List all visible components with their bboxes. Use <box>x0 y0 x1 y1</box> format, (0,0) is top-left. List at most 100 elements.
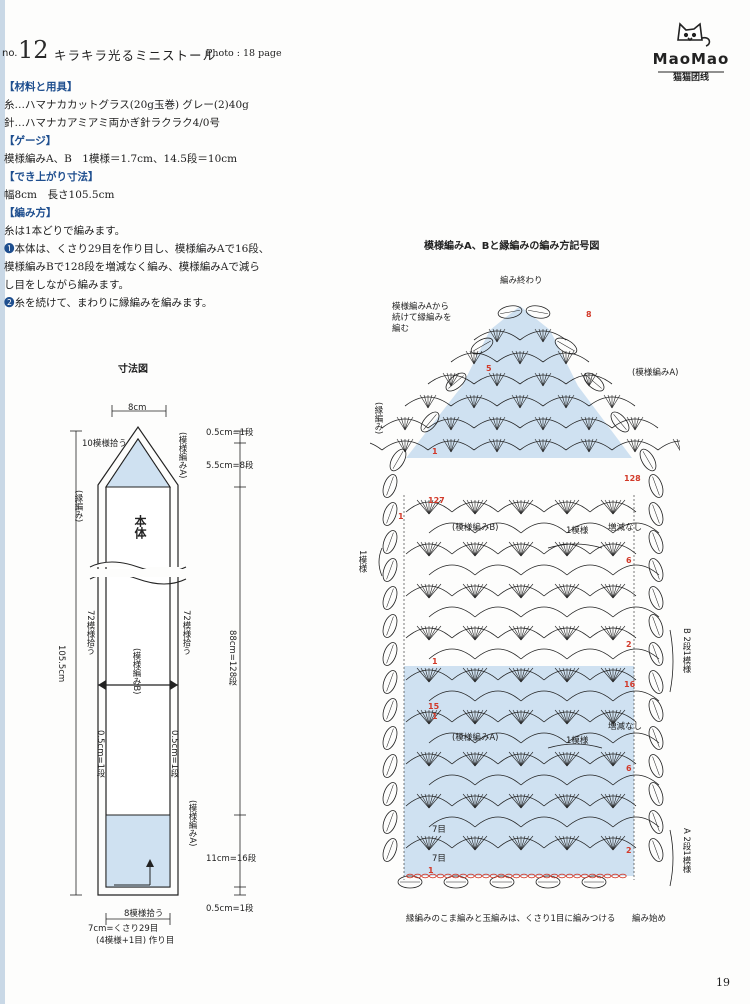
fan-stitch <box>520 583 534 599</box>
fan-stitch <box>554 541 568 557</box>
chain-arch <box>428 606 476 618</box>
top-pattern-a-chart-label: (模様編みA) <box>632 368 679 378</box>
row-label-top-1: 0.5cm=1段 <box>206 428 254 438</box>
fan-stitch <box>474 541 480 557</box>
edging-chart-label: (縁編み) <box>373 402 383 435</box>
fan-stitch <box>446 416 452 431</box>
fan-stitch <box>428 835 434 851</box>
fan-stitch <box>496 438 502 453</box>
fan-stitch <box>466 625 476 641</box>
fan-stitch <box>566 667 576 683</box>
fan-stitch <box>462 751 476 767</box>
fan-stitch <box>566 793 572 809</box>
puff-stitch <box>535 875 561 889</box>
fan-stitch <box>474 625 480 641</box>
chain-arch <box>520 816 568 828</box>
chain-arch <box>566 564 614 576</box>
chain-stitch <box>527 873 536 879</box>
fan-stitch <box>584 438 590 453</box>
fan-stitch <box>420 793 430 809</box>
chain-stitch <box>444 873 452 879</box>
fan-stitch <box>424 835 430 851</box>
fan-stitch <box>420 667 430 683</box>
puff-stitch <box>525 305 551 319</box>
chain-arch <box>520 606 568 618</box>
size-diagram-title: 寸法図 <box>118 364 148 375</box>
side-a-repeat: A 2段1模様 <box>681 828 691 873</box>
fan-stitch <box>588 372 598 387</box>
chain-stitch <box>406 873 414 879</box>
foundation-label-2: (4模様+1目) 作り目 <box>96 936 175 946</box>
puff-stitch <box>382 698 398 722</box>
chain-stitch <box>459 873 468 879</box>
fan-stitch <box>520 625 530 641</box>
fan-stitch <box>608 835 614 851</box>
chain-arch <box>657 440 680 451</box>
fan-stitch <box>474 541 488 557</box>
logo-subtitle: 猫猫团线 <box>672 73 709 83</box>
fan-stitch <box>558 625 568 641</box>
fan-stitch <box>566 751 572 767</box>
chain-stitch <box>466 873 475 879</box>
chain-stitch <box>550 873 559 879</box>
page-number: 19 <box>716 976 730 989</box>
fan-stitch <box>516 625 522 641</box>
fan-stitch <box>474 793 484 809</box>
fan-stitch <box>512 751 522 767</box>
fan-stitch <box>562 751 568 767</box>
fan-stitch <box>428 835 438 851</box>
fan-stitch <box>470 709 476 725</box>
fan-stitch <box>538 328 544 343</box>
fan-stitch <box>450 416 456 431</box>
fan-stitch <box>612 667 622 683</box>
fan-stitch <box>600 625 614 641</box>
fan-stitch <box>554 583 568 599</box>
fan-stitch <box>566 709 576 725</box>
method-line1: 糸は1本どりで編みます。 <box>4 225 126 237</box>
fan-stitch <box>496 328 502 343</box>
fan-stitch <box>416 667 430 683</box>
fan-stitch <box>558 583 568 599</box>
fan-stitch <box>396 416 406 431</box>
fan-stitch <box>612 625 618 641</box>
chain-stitch <box>451 873 460 879</box>
fan-stitch <box>561 394 567 409</box>
fan-stitch <box>612 583 618 599</box>
fan-stitch <box>566 709 572 725</box>
gauge-heading: 【ゲージ】 <box>4 135 57 147</box>
fan-stitch <box>520 499 526 515</box>
fan-stitch <box>474 667 480 683</box>
puff-stitch <box>382 474 398 498</box>
fan-stitch <box>516 835 522 851</box>
fan-stitch <box>520 835 534 851</box>
fan-stitch <box>557 350 567 365</box>
chain-stitch <box>603 873 612 879</box>
chain-arch <box>474 522 522 534</box>
row-number: 15 <box>428 702 440 711</box>
fan-stitch <box>428 583 442 599</box>
fan-stitch <box>496 416 502 431</box>
fan-stitch <box>474 499 488 515</box>
chain-arch <box>520 522 568 534</box>
fan-stitch <box>612 499 626 515</box>
fan-stitch <box>420 751 430 767</box>
foundation-label-1: 7cm=くさり29目 <box>88 924 159 934</box>
fan-stitch <box>512 709 522 725</box>
edging-puff-stitches <box>382 305 664 889</box>
fan-stitch <box>558 793 568 809</box>
pattern-title: キラキラ光るミニストール <box>54 48 217 63</box>
fan-stitch <box>424 667 430 683</box>
fan-stitch <box>428 583 438 599</box>
fan-stitch <box>520 583 526 599</box>
puff-stitch <box>581 875 607 889</box>
fan-stitch <box>427 394 433 409</box>
row-number: 1 <box>432 447 438 456</box>
puff-stitch <box>648 670 664 694</box>
row-number: 5 <box>486 364 492 373</box>
chain-stitch <box>618 873 627 879</box>
fan-stitch <box>416 583 430 599</box>
fan-stitch <box>608 625 614 641</box>
left-side-pick-label: 72模様拾う <box>85 610 95 655</box>
puff-stitch <box>648 782 664 806</box>
fan-stitch <box>612 667 618 683</box>
